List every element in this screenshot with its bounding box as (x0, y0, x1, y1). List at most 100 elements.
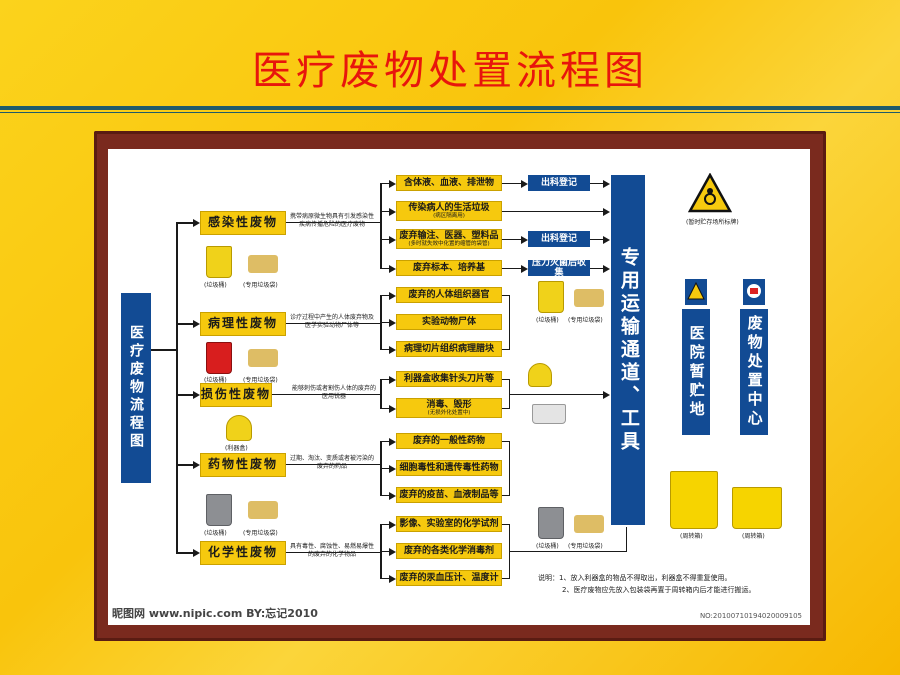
arrow (603, 236, 610, 244)
watermark-bar (108, 603, 810, 625)
category-desc: 携带病原微生物具有引发感染性疾病传播危险的医疗废物 (289, 213, 374, 228)
caption-turnover: (周转箱) (680, 533, 703, 540)
caption-bin: (垃圾桶) (204, 282, 227, 289)
connector (380, 468, 390, 469)
waste-bag-icon (248, 349, 278, 367)
hospital-store-box: 医院暂贮地 (682, 309, 710, 435)
item-sub: (病区隔离用) (433, 213, 465, 220)
biohazard-caption: (暂时贮存场所标牌) (686, 219, 739, 226)
connector (380, 349, 390, 350)
caption-bag: (专用垃圾袋) (243, 377, 278, 384)
connector (380, 495, 390, 496)
arrow (389, 376, 396, 384)
hospital-red-icon (743, 279, 765, 305)
connector (590, 183, 604, 184)
arrow (603, 180, 610, 188)
arrow (389, 346, 396, 354)
title-divider-thin (0, 112, 900, 113)
arrow (193, 461, 200, 469)
connector (509, 394, 604, 395)
connector (176, 464, 194, 466)
connector (380, 578, 390, 579)
item-box: 传染病人的生活垃圾 (病区隔离用) (396, 201, 502, 221)
item-box: 细胞毒性和遗传毒性药物 (396, 460, 502, 476)
arrow (389, 521, 396, 529)
arrow (193, 219, 200, 227)
category-sharps: 损伤性废物 (200, 383, 272, 407)
watermark-left: 昵图网 www.nipic.com BY:忘记2010 (112, 607, 318, 620)
register-box: 出科登记 (528, 231, 590, 247)
turnover-box-icon (670, 471, 718, 529)
waste-bag-icon (574, 515, 604, 533)
watermark-right: NO:20100710194020009105 (699, 612, 802, 620)
connector (502, 211, 604, 212)
connector (176, 222, 178, 553)
category-desc: 具有毒性、腐蚀性、易燃易爆性的废弃的化学物品 (289, 543, 374, 558)
item-box: 废弃的疫苗、血液制品等 (396, 487, 502, 503)
sterilizer-icon (532, 404, 566, 424)
connector (286, 323, 380, 324)
diagram-canvas: 医疗废物流程图 感染性废物 病理性废物 损伤性废物 药物性废物 化学性废物 携带… (108, 149, 810, 625)
caption-bag: (专用垃圾袋) (243, 282, 278, 289)
red-bin-icon (206, 342, 232, 374)
connector (176, 394, 194, 396)
waste-bag-icon (248, 255, 278, 273)
connector (509, 551, 627, 552)
slide-title: 医疗废物处置流程图 (252, 48, 648, 94)
item-box: 废弃的各类化学消毒剂 (396, 543, 502, 559)
note-line: 2、医疗废物应先放入包装袋再置于周转箱内后才能进行搬运。 (562, 586, 756, 594)
root-box: 医疗废物流程图 (121, 293, 151, 483)
caption-bag: (专用垃圾袋) (243, 530, 278, 537)
connector (286, 552, 380, 553)
category-desc: 能够刺伤或者割伤人体的废弃的医用锐器 (292, 385, 377, 400)
category-pathological: 病理性废物 (200, 312, 286, 336)
connector (502, 349, 510, 350)
connector (380, 322, 390, 323)
connector (502, 578, 510, 579)
item-box: 废弃的一般性药物 (396, 433, 502, 449)
register-box: 压力灭菌后收集 (528, 258, 590, 278)
connector (502, 524, 510, 525)
arrow (389, 180, 396, 188)
connector (380, 379, 382, 409)
biohazard-warning-icon (688, 173, 732, 213)
connector (272, 394, 380, 395)
arrow (521, 265, 528, 273)
connector (380, 408, 390, 409)
arrow (521, 236, 528, 244)
connector (380, 211, 390, 212)
item-sub: (无损外化处置中) (427, 410, 471, 417)
connector (509, 441, 510, 496)
connector (380, 183, 390, 184)
caption-sharps: (利器盒) (225, 445, 248, 452)
waste-bag-icon (248, 501, 278, 519)
register-box: 出科登记 (528, 175, 590, 191)
arrow (193, 549, 200, 557)
caption-bin: (垃圾桶) (536, 317, 559, 324)
category-infectious: 感染性废物 (200, 211, 286, 235)
sharps-box-icon (528, 363, 552, 387)
arrow (603, 391, 610, 399)
connector (502, 295, 510, 296)
item-box: 废弃输注、医器、塑料品 (多时就失效中化置的缩管的袋管) (396, 229, 502, 249)
diagram-frame: 医疗废物流程图 感染性废物 病理性废物 损伤性废物 药物性废物 化学性废物 携带… (94, 131, 826, 641)
connector (380, 524, 390, 525)
connector (176, 552, 194, 554)
connector (502, 239, 522, 240)
arrow (389, 405, 396, 413)
connector (626, 527, 627, 552)
connector (380, 379, 390, 380)
grey-bin-icon (206, 494, 232, 526)
caption-bag: (专用垃圾袋) (568, 317, 603, 324)
connector (176, 222, 194, 224)
arrow (521, 180, 528, 188)
biohazard-small-icon (685, 279, 707, 305)
item-box: 废弃的汞血压计、温度计 (396, 570, 502, 586)
disposal-center-box: 废物处置中心 (740, 309, 768, 435)
category-pharmaceutical: 药物性废物 (200, 453, 286, 477)
item-box: 消毒、毁形 (无损外化处置中) (396, 398, 502, 418)
arrow (389, 548, 396, 556)
connector (380, 239, 390, 240)
caption-bin: (垃圾桶) (204, 530, 227, 537)
item-sub: (多时就失效中化置的缩管的袋管) (408, 241, 490, 248)
